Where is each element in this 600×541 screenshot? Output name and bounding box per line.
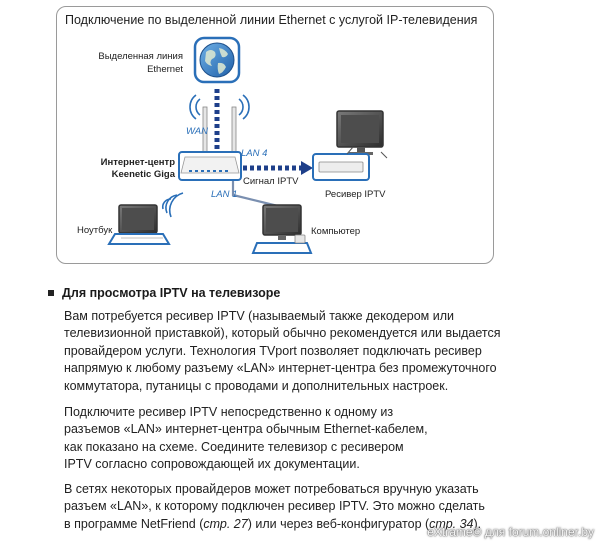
text-line: разъемов «LAN» интернет-центра обычным E… [64,422,428,437]
label-router-1: Интернет-центр [100,157,175,168]
lan4-cable [243,161,313,175]
label-lan4: LAN 4 [241,148,268,159]
text-line: Подключите ресивер IPTV непосредственно … [64,405,394,419]
text-line: коммутатора, путаницы с проводами и допо… [64,378,449,393]
label-laptop: Ноутбук [77,225,113,236]
tv-icon [336,110,388,159]
text-line-part: ). [473,516,482,531]
laptop-wifi-icon [161,192,184,218]
figure-title: Подключение по выделенной линии Ethernet… [65,13,478,27]
page-reference-link[interactable]: стр. 27 [203,516,248,531]
network-diagram-figure: Подключение по выделенной линии Ethernet… [56,6,494,264]
computer-icon [251,204,313,254]
text-line-part: ) или через веб-конфигуратор ( [247,516,430,531]
paragraph-provider-config: В сетях некоторых провайдеров может потр… [64,481,534,533]
section-heading-text: Для просмотра IPTV на телевизоре [62,286,281,300]
label-dedicated-line-2: Ethernet [147,64,183,75]
label-wan: WAN [186,126,208,137]
label-computer: Компьютер [311,226,361,237]
globe-icon [193,36,241,84]
text-line: провайдером услуги. Технология TVport по… [64,343,482,358]
receiver-icon [312,146,370,181]
text-line-part: в программе NetFriend ( [64,516,204,531]
wifi-icon [189,94,250,120]
text-line: Вам потребуется ресивер IPTV (называемый… [64,309,454,323]
label-receiver: Ресивер IPTV [325,189,386,200]
text-line: как показано на схеме. Соедините телевиз… [64,439,404,454]
text-line: В сетях некоторых провайдеров может потр… [64,482,479,496]
watermark: eXtrame© для forum.onliner.by [427,525,594,539]
label-lan1: LAN 1 [211,189,238,200]
text-line: IPTV согласно сопровождающей их документ… [64,457,360,472]
lan1-cable [231,181,283,209]
section-heading: Для просмотра IPTV на телевизоре [48,286,280,300]
label-dedicated-line-1: Выделенная линия [98,51,183,62]
bullet-icon [48,290,54,296]
paragraph-connect-receiver: Подключите ресивер IPTV непосредственно … [64,404,534,474]
page-reference-link[interactable]: стр. 34 [429,516,474,531]
paragraph-receiver-info: Вам потребуется ресивер IPTV (называемый… [64,308,534,395]
router-icon [178,151,242,181]
network-diagram [107,36,388,254]
label-router-2: Keenetic Giga [111,169,175,180]
laptop-icon [107,204,171,245]
text-line: разъем «LAN», к которому подключен ресив… [64,499,485,514]
label-iptv-signal: Сигнал IPTV [243,176,299,187]
text-line: напрямую к любому разъему «LAN» интернет… [64,361,497,376]
text-line: телевизионной приставкой), который обычн… [64,326,501,341]
